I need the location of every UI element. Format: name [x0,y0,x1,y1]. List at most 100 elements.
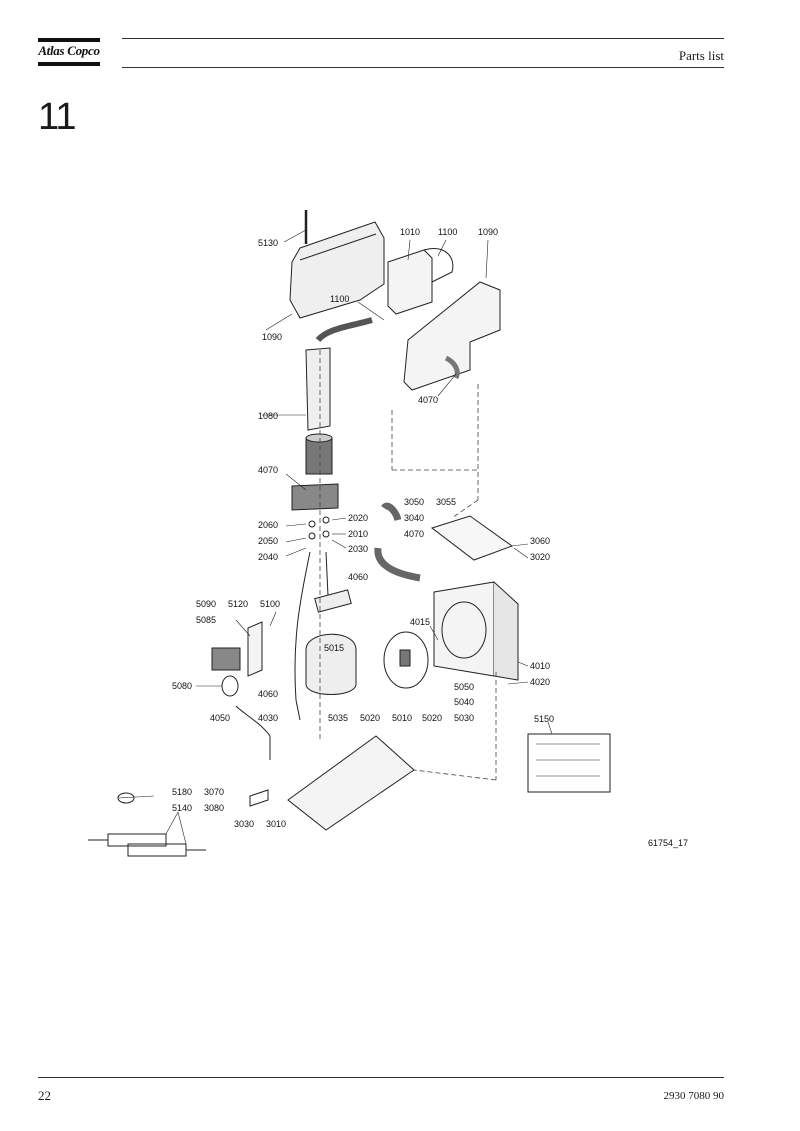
dash-line-g [413,769,497,781]
condenser-frame-part [433,581,495,677]
part-label: 2030 [348,544,368,554]
right-cover-part [403,281,501,391]
leader-f [265,313,293,331]
plate-part [247,621,263,677]
part-label: 3010 [266,819,286,829]
cylinder-part [305,437,333,475]
part-label: 4070 [418,395,438,405]
part-label: 4070 [404,529,424,539]
leader-j [285,523,307,527]
part-label: 3055 [436,497,456,507]
diagram-drawing [88,210,611,857]
brand-logo: Atlas Copco [38,38,100,68]
assembly-dashed-lines [319,350,497,781]
cylinder-top [305,433,333,443]
hose-1100-part [315,317,373,343]
section-title: Parts list [678,48,724,63]
cable-part [235,705,271,760]
part-label: 1090 [478,227,498,237]
left-cover-edge [299,233,377,261]
part-label: 5120 [228,599,248,609]
part-label: 3040 [404,513,424,523]
part-label: 5150 [534,714,554,724]
page-number: 22 [38,1088,51,1103]
footer-rule [38,1077,724,1078]
filter-part [314,589,352,613]
leader-l [285,547,307,557]
logo-bar-top [38,38,100,42]
part-label: 5130 [258,238,278,248]
leader-m [331,517,347,521]
leader-lines [117,229,553,845]
part-label: 5080 [172,681,192,691]
dash-line-c [451,499,479,519]
drawing-number: 61754_17 [648,838,688,848]
part-label: 5030 [454,713,474,723]
part-label: 5010 [392,713,412,723]
part-label: 4060 [258,689,278,699]
fan-motor-part [399,649,411,667]
leader-g [437,373,457,397]
part-label: 3030 [234,819,254,829]
part-label: 4015 [410,617,430,627]
leader-c [437,239,447,257]
part-label: 2020 [348,513,368,523]
right-cover-hose [444,355,460,380]
leader-y [165,811,179,835]
leader-o [331,539,347,549]
relay-box-part [211,647,241,671]
fitting-part-d [322,530,330,538]
leader-aa [547,721,553,735]
vessel-part [305,347,331,431]
part-label: 1010 [400,227,420,237]
insulation-part [291,483,339,511]
part-label: 1100 [438,227,457,237]
part-label: 5040 [454,697,474,707]
leader-k [285,537,307,543]
condenser-opening [441,601,487,659]
part-label: 3060 [530,536,550,546]
part-label: 3070 [204,787,224,797]
part-labels: 5130 1010 1100 1090 1100 1090 4070 1080 … [172,227,688,848]
hose-3050-part [381,502,402,522]
bracket-3030-part [249,789,269,807]
part-label: 2060 [258,520,278,530]
pipe-right-part [325,551,329,597]
part-label: 4030 [258,713,278,723]
fan-guard-part [383,631,429,689]
leader [283,229,307,243]
leader-v [235,619,251,637]
leader-e [357,301,385,321]
fitting-part [308,520,316,528]
part-label: 2040 [258,552,278,562]
part-label: 5015 [324,643,344,653]
part-label: 4010 [530,661,550,671]
part-label: 1080 [258,411,278,421]
leader-p [511,543,529,547]
leader-x [117,795,155,799]
brand-name: Atlas Copco [38,43,100,58]
part-label: 1090 [262,332,282,342]
part-label: 5050 [454,682,474,692]
fitting-part-c [308,532,316,540]
leader-s [517,661,529,667]
leader-q [513,547,529,559]
part-label: 5035 [328,713,348,723]
leader-r [429,625,439,641]
pipe-left-part [294,551,311,721]
leader-t [507,681,529,685]
schematic-sheet-part [527,733,611,793]
left-cover-part [289,221,385,319]
leader-i [285,473,307,491]
compressor-part [305,633,357,695]
part-label: 5140 [172,803,192,813]
part-label: 2050 [258,536,278,546]
part-label: 3020 [530,552,550,562]
part-label: 2010 [348,529,368,539]
part-label: 4070 [258,465,278,475]
leader-w [269,611,277,627]
part-label: 3050 [404,497,424,507]
chapter-number: 11 [38,96,76,138]
part-label: 5020 [360,713,380,723]
